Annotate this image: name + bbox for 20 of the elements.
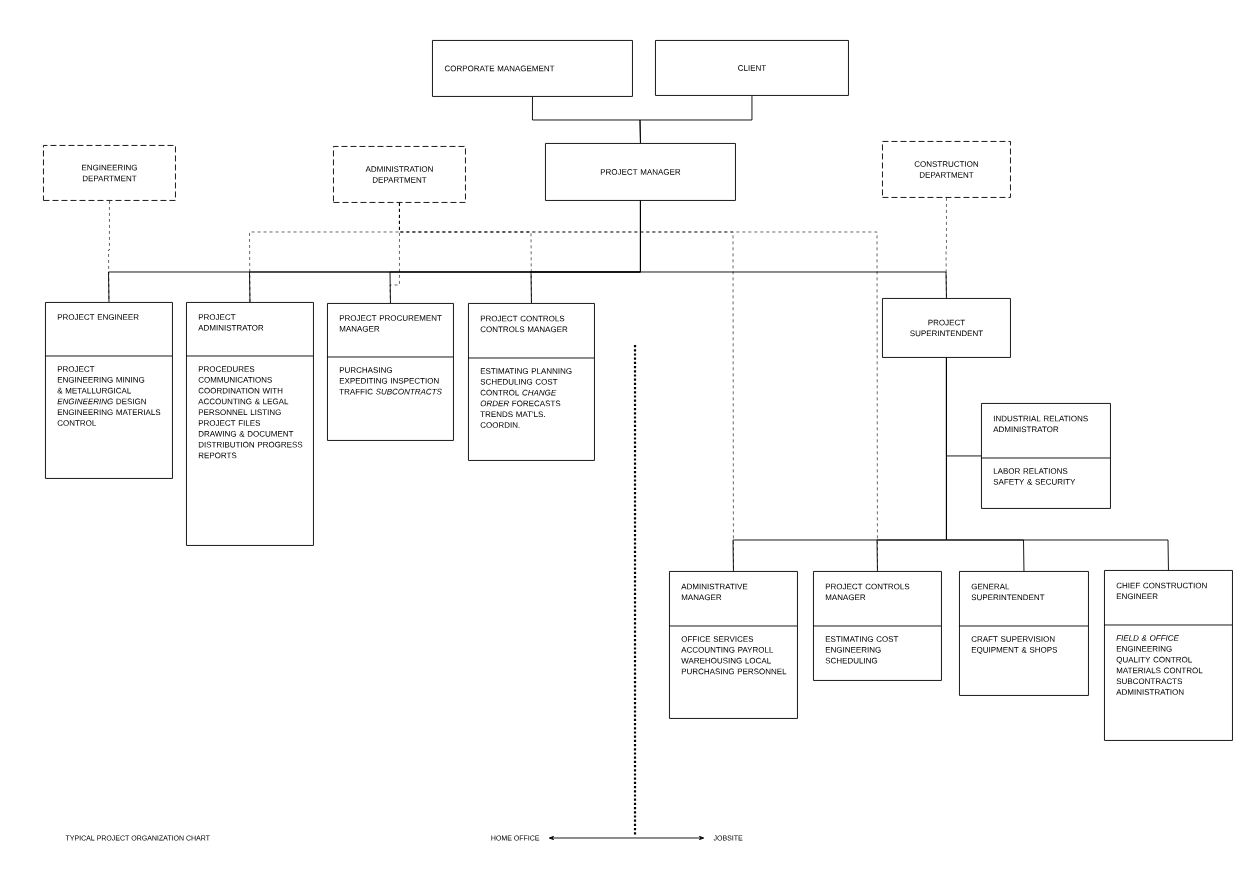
- connector: [946, 357, 1169, 571]
- department-box: CONSTRUCTION DEPARTMENT: [882, 141, 1011, 198]
- connector: [945, 197, 947, 299]
- connector: [640, 200, 947, 299]
- position-box: ADMINISTRATIVE MANAGER OFFICE SERVICES ACCOUNTING PAYROLL WAREHOUSING LOCAL PURCHASING PERSONNEL: [668, 571, 798, 719]
- position-box: CLIENT: [655, 40, 849, 96]
- department-box: ADMINISTRATION DEPARTMENT: [333, 146, 466, 203]
- position-box: GENERAL SUPERINTENDENT CRAFT SUPERVISION EQUIPMENT & SHOPS: [958, 571, 1089, 696]
- position-box: PROJECT PROCUREMENT MANAGER PURCHASING EXPEDITING INSPECTION TRAFFIC SUBCONTRACTS: [326, 303, 454, 441]
- connector: [639, 95, 753, 144]
- position-box: INDUSTRIAL RELATIONS ADMINISTRATOR LABOR RELATIONS SAFETY & SECURITY: [980, 403, 1111, 509]
- position-box: PROJECT CONTROLS CONTROLS MANAGER ESTIMATING PLANNING SCHEDULING COST CONTROL CHANGE ORDER FORECASTS TRENDS MAT'LS. COORDIN.: [467, 303, 595, 461]
- department-box: ENGINEERING DEPARTMENT: [43, 145, 176, 201]
- position-box: PROJECT ENGINEER PROJECT ENGINEERING MINING & METALLURGICAL ENGINEERING DESIGN ENGINEERING MATERIALS CONTROL: [44, 302, 173, 479]
- position-box: PROJECT ADMINISTRATOR PROCEDURES COMMUNICATIONS COORDINATION WITH ACCOUNTING & LEGAL PERSONNEL LISTING PROJECT FILES DRAWING & DOCUMENT DISTRIBUTION PROGRESS REPORTS: [185, 302, 314, 546]
- position-box: CORPORATE MANAGEMENT: [432, 40, 633, 97]
- position-box: CHIEF CONSTRUCTION ENGINEER FIELD & OFFICE ENGINEERING QUALITY CONTROL MATERIALS CONTROL SUBCONTRACTS ADMINISTRATION: [1103, 570, 1233, 741]
- position-box: PROJECT MANAGER: [545, 143, 736, 201]
- position-box: PROJECT SUPERINTENDENT: [882, 298, 1011, 358]
- position-box: PROJECT CONTROLS MANAGER ESTIMATING COST ENGINEERING SCHEDULING: [812, 571, 942, 681]
